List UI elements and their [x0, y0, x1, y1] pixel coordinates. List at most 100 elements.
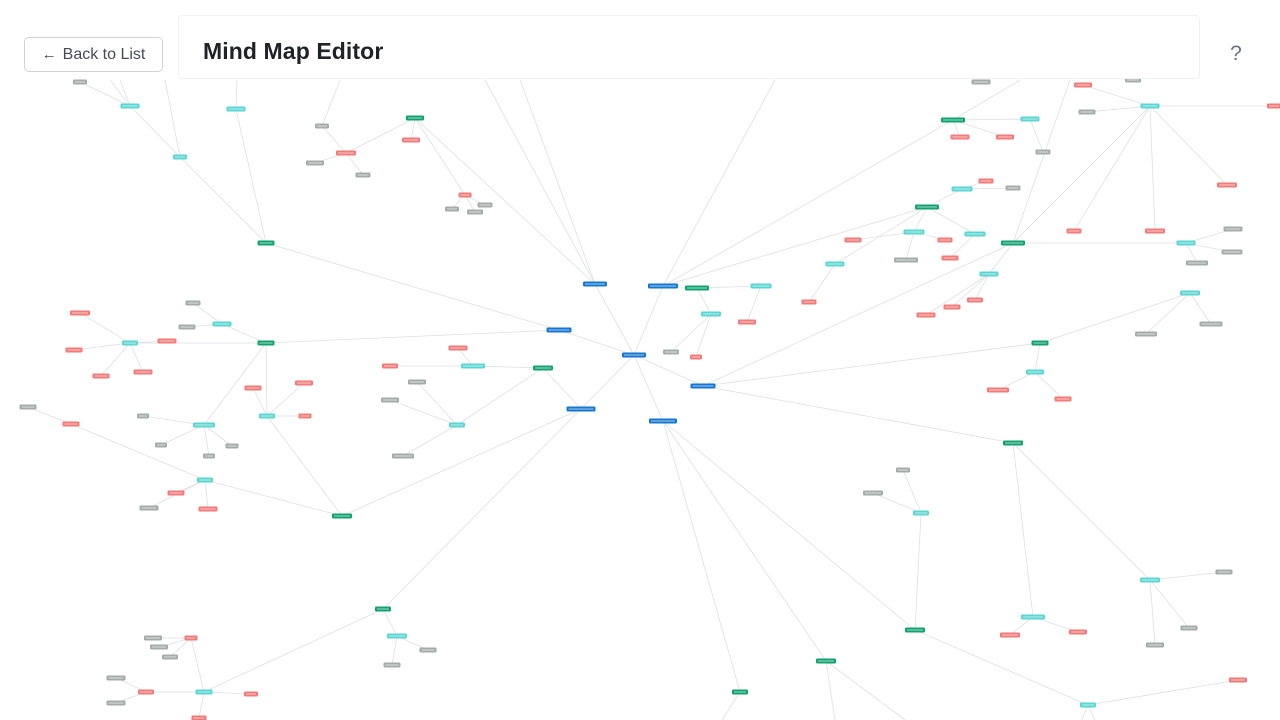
- topic-node[interactable]: [1140, 577, 1160, 583]
- idea-node[interactable]: [167, 490, 185, 496]
- note-node[interactable]: [155, 442, 167, 448]
- idea-node[interactable]: [996, 134, 1014, 140]
- idea-node[interactable]: [916, 312, 936, 318]
- branch-node[interactable]: [915, 204, 939, 210]
- idea-node[interactable]: [1069, 629, 1087, 635]
- topic-node[interactable]: [951, 186, 973, 192]
- topic-node[interactable]: [197, 477, 213, 483]
- note-node[interactable]: [863, 490, 883, 496]
- topic-node[interactable]: [193, 422, 215, 428]
- idea-node[interactable]: [157, 338, 177, 344]
- topic-node[interactable]: [1140, 103, 1160, 109]
- topic-node[interactable]: [979, 271, 999, 277]
- topic-node[interactable]: [701, 311, 721, 317]
- branch-node[interactable]: [1031, 340, 1049, 346]
- note-node[interactable]: [467, 209, 483, 215]
- idea-node[interactable]: [978, 178, 994, 184]
- idea-node[interactable]: [402, 137, 420, 143]
- topic-node[interactable]: [1176, 240, 1196, 246]
- topic-node[interactable]: [903, 229, 925, 235]
- note-node[interactable]: [663, 349, 679, 355]
- branch-node[interactable]: [905, 627, 925, 633]
- note-node[interactable]: [162, 654, 178, 660]
- idea-node[interactable]: [950, 134, 970, 140]
- idea-node[interactable]: [1145, 228, 1165, 234]
- idea-node[interactable]: [184, 635, 198, 641]
- note-node[interactable]: [203, 453, 215, 459]
- note-node[interactable]: [306, 160, 324, 166]
- note-node[interactable]: [894, 257, 918, 263]
- branch-node[interactable]: [1001, 240, 1025, 246]
- note-node[interactable]: [392, 453, 414, 459]
- idea-node[interactable]: [244, 385, 262, 391]
- topic-node[interactable]: [387, 633, 407, 639]
- topic-node[interactable]: [1026, 369, 1044, 375]
- idea-node[interactable]: [65, 347, 83, 353]
- topic-node[interactable]: [449, 422, 465, 428]
- topic-node[interactable]: [1020, 116, 1040, 122]
- topic-node[interactable]: [750, 283, 772, 289]
- idea-node[interactable]: [133, 369, 153, 375]
- topic-node[interactable]: [1021, 614, 1045, 620]
- idea-node[interactable]: [1267, 103, 1280, 109]
- note-node[interactable]: [383, 662, 401, 668]
- idea-node[interactable]: [62, 421, 80, 427]
- topic-node[interactable]: [173, 154, 187, 160]
- idea-node[interactable]: [967, 297, 983, 303]
- note-node[interactable]: [225, 443, 239, 449]
- topic-node[interactable]: [1080, 702, 1096, 708]
- idea-node[interactable]: [92, 373, 110, 379]
- help-button[interactable]: ?: [1222, 40, 1250, 68]
- idea-node[interactable]: [382, 363, 398, 369]
- root-topic-node[interactable]: [583, 281, 607, 287]
- back-to-list-button[interactable]: ← Back to List: [24, 37, 163, 72]
- topic-node[interactable]: [825, 261, 845, 267]
- note-node[interactable]: [73, 79, 87, 85]
- note-node[interactable]: [1035, 149, 1051, 155]
- note-node[interactable]: [419, 647, 437, 653]
- topic-node[interactable]: [120, 103, 140, 109]
- idea-node[interactable]: [448, 345, 468, 351]
- root-topic-node[interactable]: [566, 406, 596, 412]
- note-node[interactable]: [1186, 260, 1208, 266]
- note-node[interactable]: [971, 79, 991, 85]
- idea-node[interactable]: [738, 319, 756, 325]
- note-node[interactable]: [1135, 331, 1157, 337]
- note-node[interactable]: [137, 413, 149, 419]
- idea-node[interactable]: [987, 387, 1009, 393]
- topic-node[interactable]: [259, 413, 275, 419]
- topic-node[interactable]: [226, 106, 246, 112]
- topic-node[interactable]: [461, 363, 485, 369]
- branch-node[interactable]: [257, 340, 275, 346]
- idea-node[interactable]: [937, 237, 953, 243]
- branch-node[interactable]: [406, 115, 424, 121]
- note-node[interactable]: [381, 397, 399, 403]
- note-node[interactable]: [896, 467, 910, 473]
- branch-node[interactable]: [1003, 440, 1023, 446]
- idea-node[interactable]: [336, 150, 356, 156]
- idea-node[interactable]: [1000, 632, 1020, 638]
- note-node[interactable]: [1199, 321, 1223, 327]
- topic-node[interactable]: [212, 321, 232, 327]
- note-node[interactable]: [408, 379, 426, 385]
- root-topic-node[interactable]: [622, 352, 646, 358]
- idea-node[interactable]: [295, 380, 313, 386]
- branch-node[interactable]: [375, 606, 391, 612]
- topic-node[interactable]: [913, 510, 929, 516]
- topic-node[interactable]: [122, 340, 138, 346]
- idea-node[interactable]: [1074, 82, 1092, 88]
- idea-node[interactable]: [198, 506, 218, 512]
- note-node[interactable]: [106, 700, 126, 706]
- topic-node[interactable]: [964, 231, 986, 237]
- idea-node[interactable]: [1217, 182, 1237, 188]
- idea-node[interactable]: [70, 310, 90, 316]
- idea-node[interactable]: [244, 691, 258, 697]
- note-node[interactable]: [477, 202, 493, 208]
- note-node[interactable]: [19, 404, 37, 410]
- topic-node[interactable]: [195, 689, 213, 695]
- note-node[interactable]: [144, 635, 162, 641]
- note-node[interactable]: [1221, 249, 1243, 255]
- idea-node[interactable]: [801, 299, 817, 305]
- note-node[interactable]: [185, 300, 201, 306]
